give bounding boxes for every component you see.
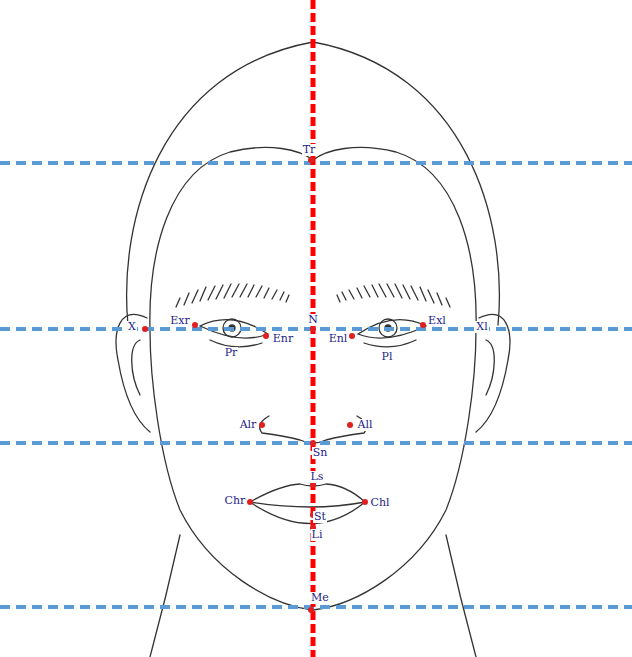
guide-line: [0, 441, 632, 445]
landmark-dot: [259, 422, 265, 428]
eye: [200, 320, 268, 347]
landmark-label: Pl: [381, 351, 394, 363]
landmark-label: Tr: [302, 144, 317, 156]
landmark-label: Enl: [328, 333, 349, 345]
landmark-label: Chr: [224, 495, 247, 507]
landmark-label: St: [313, 511, 327, 523]
eyebrow: [337, 284, 450, 307]
landmark-label: Exl: [427, 315, 447, 327]
landmark-label: Exr: [169, 315, 191, 327]
guide-line: [0, 605, 632, 609]
guide-line: [0, 161, 632, 165]
landmark-label: All: [357, 419, 374, 431]
landmark-dot: [347, 422, 353, 428]
landmark-label: Alr: [239, 419, 258, 431]
landmark-label: X: [127, 321, 137, 333]
landmark-label: Li: [311, 529, 324, 541]
landmark-dot: [192, 322, 198, 328]
landmark-dot: [349, 333, 355, 339]
eye: [358, 320, 426, 347]
landmark-label: Pr: [224, 347, 239, 359]
landmark-label: N: [307, 314, 319, 326]
landmark-dot: [247, 499, 253, 505]
midline: [311, 0, 316, 657]
horizontal-guides: [0, 163, 632, 607]
landmark-label: Ls: [310, 471, 325, 483]
landmark-dot: [263, 333, 269, 339]
landmark-dot: [142, 326, 148, 332]
landmark-dot: [310, 326, 316, 332]
landmark-points: [142, 157, 483, 613]
ear: [116, 314, 150, 432]
landmark-label: Me: [310, 592, 330, 604]
landmark-dot: [310, 440, 316, 446]
ear: [476, 314, 510, 432]
guide-line: [0, 327, 632, 331]
landmark-dot: [308, 157, 314, 163]
landmark-dot: [308, 607, 314, 613]
landmark-label: Enr: [272, 333, 294, 345]
landmark-label: Chl: [369, 497, 390, 509]
landmark-dot: [420, 322, 426, 328]
landmark-dot: [362, 499, 368, 505]
landmark-label: Sn: [312, 447, 329, 459]
landmark-label: Xl: [475, 321, 488, 333]
mouth: [250, 484, 365, 524]
eyebrow: [176, 284, 289, 307]
